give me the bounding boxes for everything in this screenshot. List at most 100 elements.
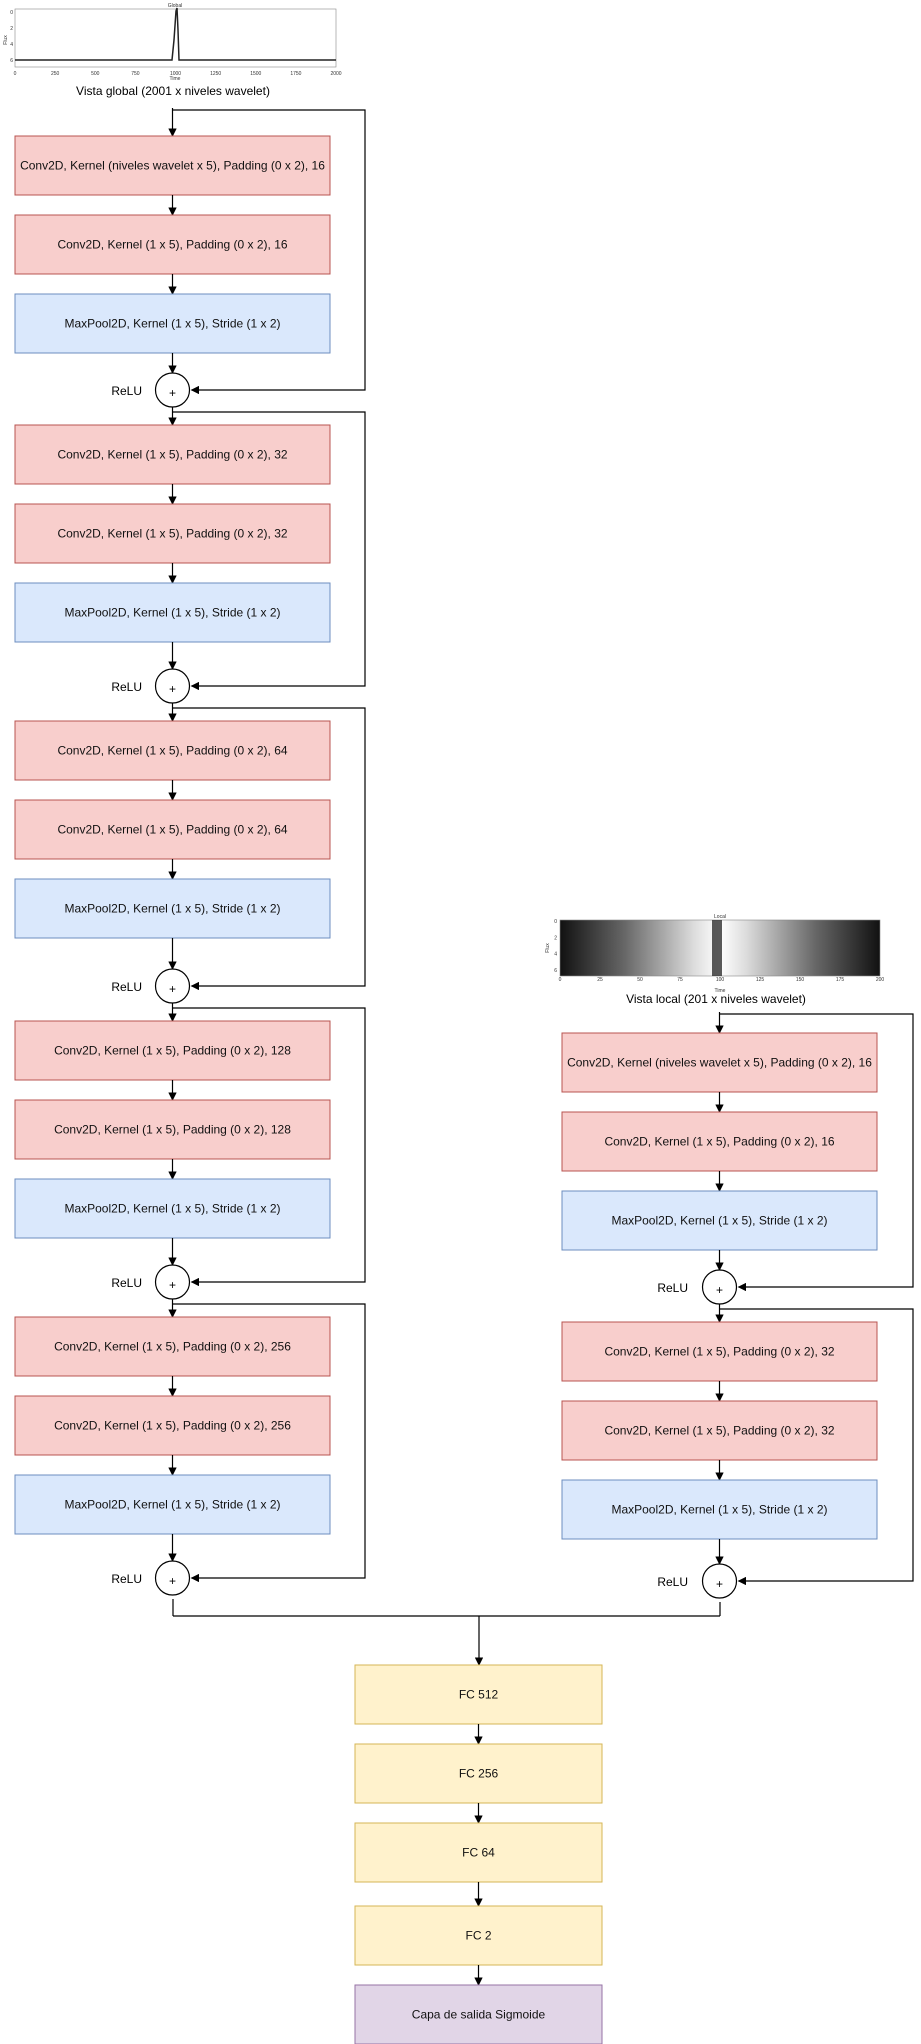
- local-block-0-layer-1-rect: [561, 1111, 878, 1172]
- global-x-axis-label: Time: [170, 76, 181, 82]
- global-skip-connection-3: [172, 1007, 366, 1287]
- local-block-1-layer-0-label: Conv2D, Kernel (1 x 5), Padding (0 x 2),…: [604, 1345, 834, 1359]
- fc-layer-2: FC 64: [354, 1822, 603, 1883]
- fc-layer-0-label: FC 512: [459, 1688, 499, 1702]
- local-x-tick-7: 175: [836, 977, 845, 983]
- global-add-node-0: +: [154, 372, 191, 408]
- global-block-0-layer-0-rect: [14, 135, 331, 196]
- global-block-1-layer-1-rect: [14, 503, 331, 564]
- plus-symbol: +: [169, 682, 176, 696]
- global-y-tick-3: 6: [10, 58, 13, 64]
- local-relu-label-1: ReLU: [657, 1575, 688, 1589]
- global-add-node-3: +: [154, 1264, 191, 1300]
- local-x-tick-5: 125: [756, 977, 765, 983]
- global-add-node-2: +: [154, 968, 191, 1004]
- global-relu-label-1: ReLU: [111, 680, 142, 694]
- fc-layer-1-label: FC 256: [459, 1767, 499, 1781]
- global-block-1-layer-0-label: Conv2D, Kernel (1 x 5), Padding (0 x 2),…: [57, 448, 287, 462]
- local-block-1-layer-1-label: Conv2D, Kernel (1 x 5), Padding (0 x 2),…: [604, 1424, 834, 1438]
- global-block-2-layer-2-label: MaxPool2D, Kernel (1 x 5), Stride (1 x 2…: [64, 902, 280, 916]
- global-block-2-layer-1-rect: [14, 799, 331, 860]
- local-x-tick-8: 200: [876, 977, 885, 983]
- global-x-tick-6: 1500: [250, 71, 261, 77]
- local-relu-label-0: ReLU: [657, 1281, 688, 1295]
- local-skip-connection-1: [719, 1308, 914, 1586]
- global-block-1-layer-1: Conv2D, Kernel (1 x 5), Padding (0 x 2),…: [14, 503, 331, 564]
- local-y-tick-2: 4: [554, 952, 557, 958]
- global-block-3-layer-2-rect: [14, 1178, 331, 1239]
- local-add-node-1: +: [701, 1563, 738, 1599]
- global-block-2-layer-1: Conv2D, Kernel (1 x 5), Padding (0 x 2),…: [14, 799, 331, 860]
- global-view-caption: Vista global (2001 x niveles wavelet): [76, 84, 270, 98]
- plus-symbol: +: [169, 1574, 176, 1588]
- global-block-1-layer-2-label: MaxPool2D, Kernel (1 x 5), Stride (1 x 2…: [64, 606, 280, 620]
- global-block-2-layer-2: MaxPool2D, Kernel (1 x 5), Stride (1 x 2…: [14, 878, 331, 939]
- global-relu-label-0: ReLU: [111, 384, 142, 398]
- local-x-tick-0: 0: [559, 977, 562, 983]
- merge-connectors: [172, 1599, 721, 1666]
- sigmoid-output-layer: Capa de salida Sigmoide: [354, 1984, 603, 2044]
- global-block-1-layer-2-rect: [14, 582, 331, 643]
- global-add-node-4: +: [154, 1560, 191, 1596]
- local-x-axis-label: Time: [715, 988, 726, 994]
- global-block-4-layer-1: Conv2D, Kernel (1 x 5), Padding (0 x 2),…: [14, 1395, 331, 1456]
- local-block-0-layer-2-rect: [561, 1190, 878, 1251]
- global-block-0-layer-2-rect: [14, 293, 331, 354]
- global-y-axis-label: Flux: [3, 35, 9, 45]
- global-y-tick-1: 2: [10, 26, 13, 32]
- local-heatmap-peak: [712, 920, 722, 976]
- local-block-1-layer-2-label: MaxPool2D, Kernel (1 x 5), Stride (1 x 2…: [611, 1503, 827, 1517]
- global-block-1-layer-1-label: Conv2D, Kernel (1 x 5), Padding (0 x 2),…: [57, 527, 287, 541]
- fc-layer-3-label: FC 2: [465, 1929, 491, 1943]
- global-block-3-layer-0-rect: [14, 1020, 331, 1081]
- fc-layer-2-rect: [354, 1822, 603, 1883]
- local-plot-title: Local: [714, 914, 726, 920]
- local-block-1-layer-0-rect: [561, 1321, 878, 1382]
- global-block-1-layer-0-rect: [14, 424, 331, 485]
- local-x-tick-6: 150: [796, 977, 805, 983]
- global-block-2-layer-1-label: Conv2D, Kernel (1 x 5), Padding (0 x 2),…: [57, 823, 287, 837]
- local-block-0-layer-2: MaxPool2D, Kernel (1 x 5), Stride (1 x 2…: [561, 1190, 878, 1251]
- fc-layer-1: FC 256: [354, 1743, 603, 1804]
- global-y-tick-2: 4: [10, 42, 13, 48]
- local-y-tick-3: 6: [554, 968, 557, 974]
- global-block-2-layer-0-rect: [14, 720, 331, 781]
- local-add-node-0: +: [701, 1269, 738, 1305]
- global-block-1-layer-2: MaxPool2D, Kernel (1 x 5), Stride (1 x 2…: [14, 582, 331, 643]
- local-y-axis-label: Flux: [545, 943, 551, 953]
- local-skip-connection-0: [719, 1013, 914, 1292]
- global-y-tick-0: 0: [10, 10, 13, 16]
- global-block-3-layer-0-label: Conv2D, Kernel (1 x 5), Padding (0 x 2),…: [54, 1044, 291, 1058]
- fc-layer-0-rect: [354, 1664, 603, 1725]
- global-skip-connection-2: [172, 707, 366, 991]
- local-branch: Conv2D, Kernel (niveles wavelet x 5), Pa…: [561, 1012, 914, 1599]
- global-plot-title: Global: [168, 3, 182, 9]
- global-relu-label-3: ReLU: [111, 1276, 142, 1290]
- global-flux-curve: [15, 7, 336, 61]
- global-block-3-layer-1-rect: [14, 1099, 331, 1160]
- global-block-0-layer-1: Conv2D, Kernel (1 x 5), Padding (0 x 2),…: [14, 214, 331, 275]
- global-relu-label-2: ReLU: [111, 980, 142, 994]
- plus-symbol: +: [169, 1278, 176, 1292]
- global-add-node-1: +: [154, 668, 191, 704]
- global-block-0-layer-2-label: MaxPool2D, Kernel (1 x 5), Stride (1 x 2…: [64, 317, 280, 331]
- plus-symbol: +: [169, 386, 176, 400]
- local-block-0-layer-1: Conv2D, Kernel (1 x 5), Padding (0 x 2),…: [561, 1111, 878, 1172]
- plus-symbol: +: [716, 1577, 723, 1591]
- global-x-tick-3: 750: [131, 71, 140, 77]
- local-x-tick-1: 25: [597, 977, 603, 983]
- global-x-tick-5: 1250: [210, 71, 221, 77]
- local-y-tick-1: 2: [554, 935, 557, 941]
- global-block-3-layer-2: MaxPool2D, Kernel (1 x 5), Stride (1 x 2…: [14, 1178, 331, 1239]
- global-block-4-layer-2-label: MaxPool2D, Kernel (1 x 5), Stride (1 x 2…: [64, 1498, 280, 1512]
- global-block-1-layer-0: Conv2D, Kernel (1 x 5), Padding (0 x 2),…: [14, 424, 331, 485]
- global-block-0-layer-2: MaxPool2D, Kernel (1 x 5), Stride (1 x 2…: [14, 293, 331, 354]
- local-block-0-layer-1-label: Conv2D, Kernel (1 x 5), Padding (0 x 2),…: [604, 1135, 834, 1149]
- plus-symbol: +: [169, 982, 176, 996]
- plus-symbol: +: [716, 1283, 723, 1297]
